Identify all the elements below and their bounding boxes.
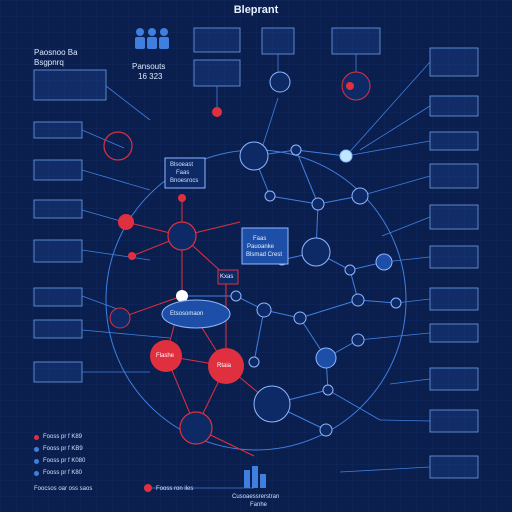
- legend-item-3: Fooss pr f K080: [34, 458, 85, 464]
- center-ellipse-label: Etsosomaon: [170, 311, 204, 317]
- legend-dot: [34, 446, 39, 452]
- header-left-line2: Bsgpnrq: [34, 58, 64, 67]
- center-box-line3: Blsmad Crest: [246, 252, 283, 258]
- connectors-left: [81, 85, 171, 373]
- right-column-boxes: [429, 47, 479, 479]
- header-center-line2: 16 323: [138, 72, 163, 81]
- bottom-label-center: Cusoaessrerstran: [232, 494, 280, 500]
- center-box: [241, 227, 289, 265]
- inner-box-line2: Faas: [176, 170, 190, 176]
- inner-box: [164, 157, 206, 189]
- legend-item-2: Fooss pr f KB9: [34, 446, 83, 452]
- small-box-label: Kxas: [220, 274, 234, 280]
- nodes: [103, 71, 402, 445]
- inner-box-line3: Bnoesrocs: [170, 178, 199, 184]
- center-box-line1: Faas: [253, 236, 267, 242]
- red-node-left-label: Flashe: [156, 353, 175, 359]
- bottom-red-dot: [144, 484, 152, 492]
- bottom-label-left: Foocsos oar oss saos: [34, 486, 93, 492]
- inner-box-line1: Blsoeast: [170, 162, 194, 168]
- legend-dot: [34, 470, 39, 476]
- legend-dot: [34, 434, 39, 440]
- legend-dot: [34, 458, 39, 464]
- left-column-boxes: [33, 69, 107, 383]
- header-left-line1: Paosnoo Ba: [34, 48, 78, 57]
- bottom-label-mid: Fooss ron iles: [156, 486, 194, 492]
- people-icon: [135, 28, 169, 49]
- legend-item-1: Fooss pr f K89: [34, 434, 82, 440]
- legend-item-4: Fooss pr f K80: [34, 470, 82, 476]
- header-center-line1: Pansouts: [132, 62, 166, 71]
- top-boxes: [193, 27, 381, 87]
- center-box-line2: Pauoanke: [247, 244, 275, 250]
- bottom-people-icon: [244, 466, 266, 488]
- bottom-label-center2: Fanhe: [250, 502, 268, 508]
- page-title: Bleprant: [233, 4, 279, 16]
- connectors-top: [216, 54, 357, 149]
- red-node-right-label: Rtaia: [217, 363, 232, 369]
- connectors-right: [339, 61, 431, 473]
